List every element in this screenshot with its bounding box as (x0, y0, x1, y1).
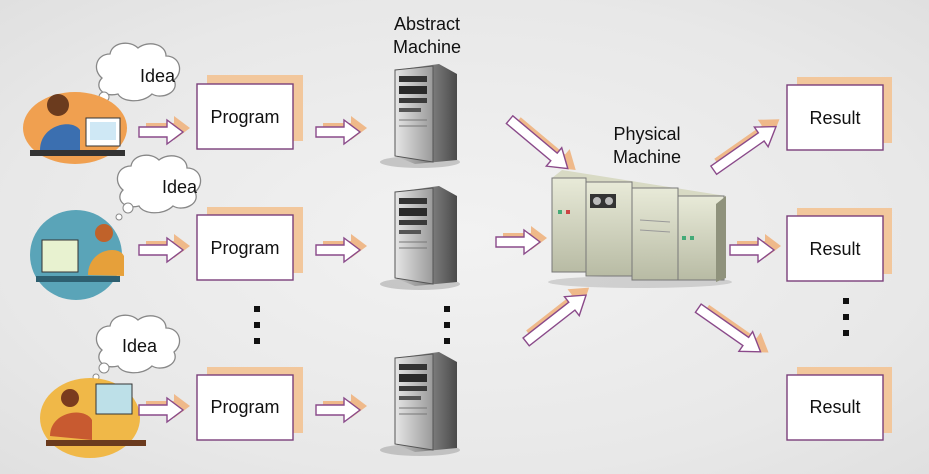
arrow-physical-to-result-2 (729, 233, 782, 263)
program-box-2 (196, 214, 294, 281)
vertical-ellipsis-icon (254, 306, 260, 344)
idea-label-1: Idea (140, 66, 176, 86)
arrow-program-to-abstract-1 (315, 115, 368, 145)
person-at-computer-icon (23, 92, 127, 164)
program-label-2: Program (210, 238, 279, 258)
arrow-idea-to-program-3 (138, 393, 191, 423)
physical-machine-label-line2: Machine (613, 147, 681, 167)
arrow-idea-to-program-1 (138, 115, 191, 145)
result-label-1: Result (809, 108, 860, 128)
program-label-3: Program (210, 397, 279, 417)
vertical-ellipsis-icon (843, 298, 849, 336)
abstract-machine-label-line1: Abstract (394, 14, 460, 34)
mainframe-icon (548, 170, 732, 288)
abstract-machine-label-line2: Machine (393, 37, 461, 57)
program-label-1: Program (210, 107, 279, 127)
arrow-abstract-to-physical-1 (505, 114, 576, 170)
tower-server-icon (379, 185, 461, 291)
idea-bubble-2: Idea (115, 154, 202, 221)
idea-label-3: Idea (122, 336, 158, 356)
result-box-1 (786, 84, 884, 151)
person-at-computer-icon (30, 210, 124, 300)
result-label-3: Result (809, 397, 860, 417)
program-box-1 (196, 83, 294, 150)
result-box-2 (786, 215, 884, 282)
arrow-program-to-abstract-2 (315, 233, 368, 263)
idea-label-2: Idea (162, 177, 198, 197)
idea-bubble-3: Idea (92, 314, 181, 381)
program-box-3 (196, 374, 294, 441)
arrow-abstract-to-physical-3 (522, 287, 590, 347)
result-label-2: Result (809, 239, 860, 259)
tower-server-icon (379, 63, 461, 169)
physical-machine-label-line1: Physical (613, 124, 680, 144)
arrow-idea-to-program-2 (138, 233, 191, 263)
person-at-computer-icon (40, 378, 146, 458)
arrow-physical-to-result-3 (694, 303, 769, 353)
tower-server-icon (379, 351, 461, 457)
result-box-3 (786, 374, 884, 441)
arrow-program-to-abstract-3 (315, 393, 368, 423)
vertical-ellipsis-icon (444, 306, 450, 344)
arrow-physical-to-result-1 (709, 119, 780, 176)
arrow-abstract-to-physical-2 (495, 225, 548, 255)
